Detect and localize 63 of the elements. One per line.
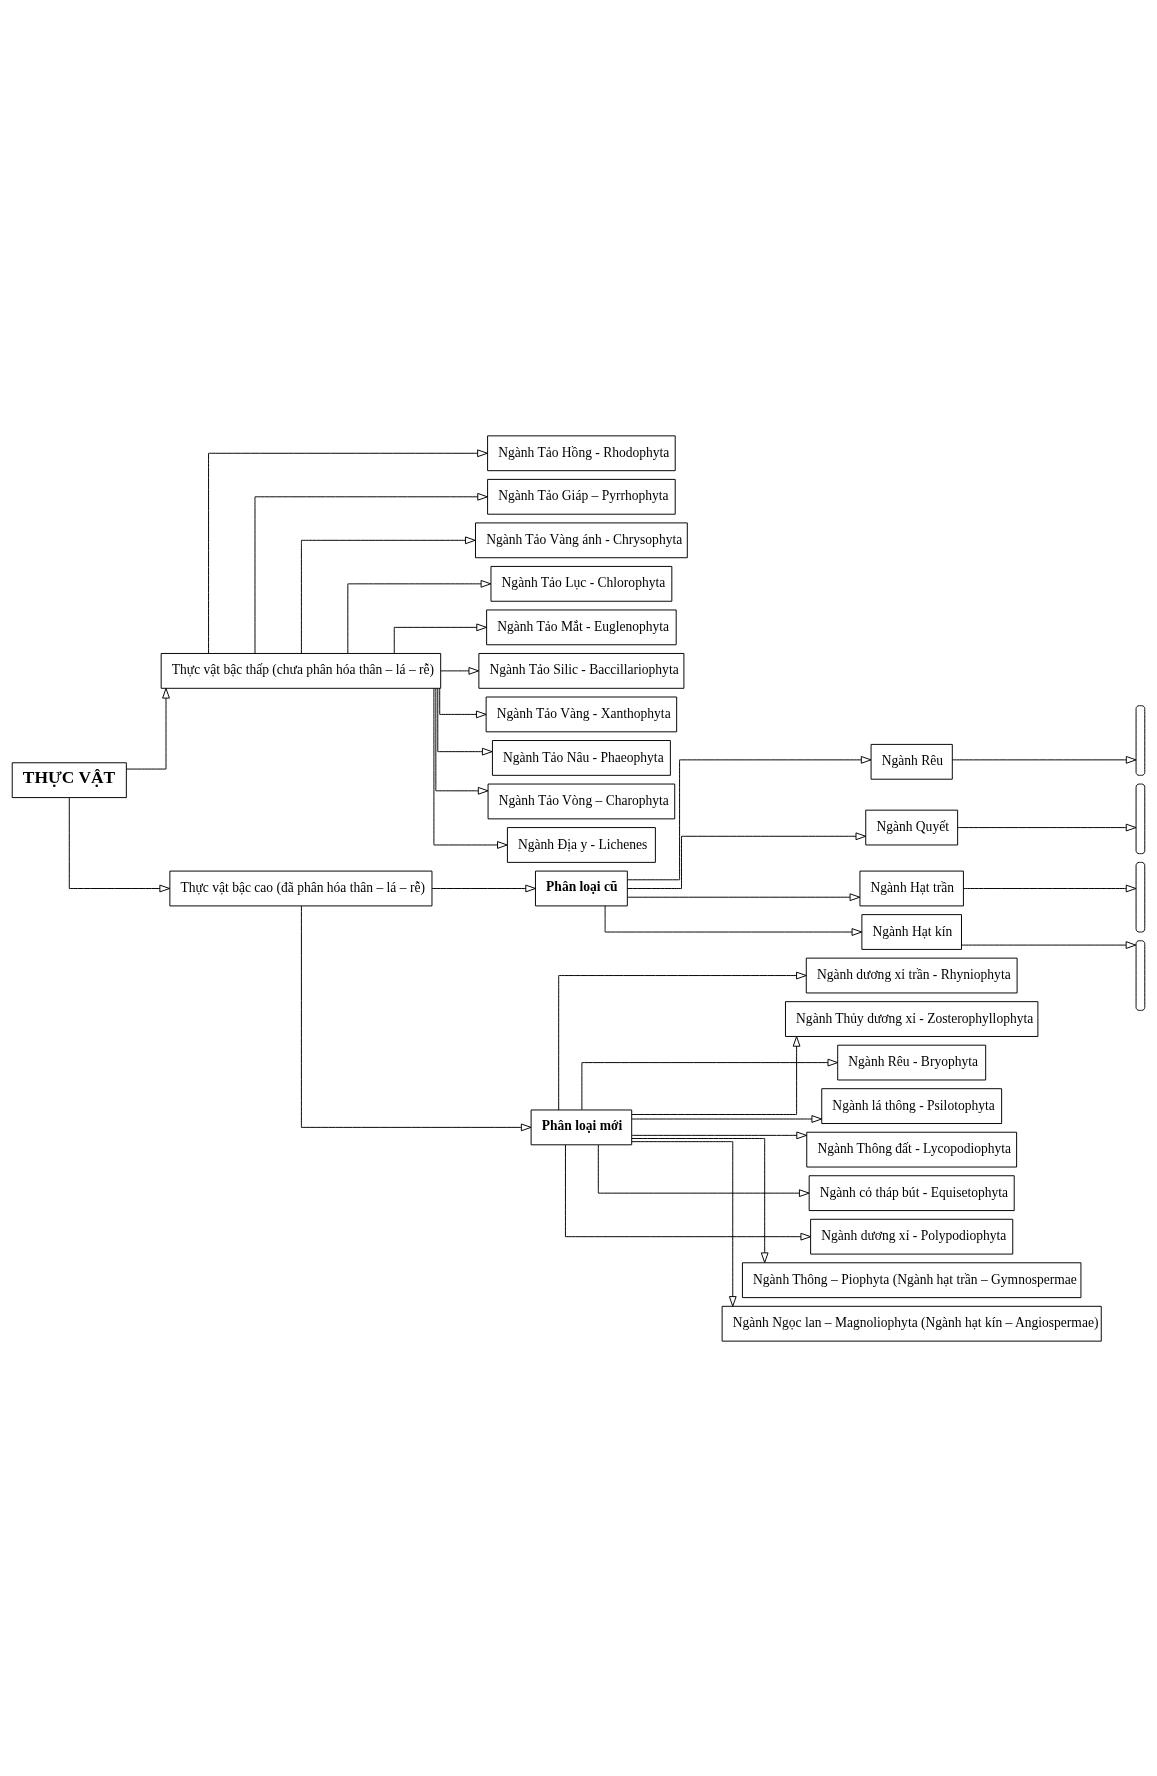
- node-brace: [1135, 704, 1146, 776]
- node-box: Ngành Thủy dương xỉ - Zosterophyllophyta: [785, 1000, 1039, 1037]
- node-box: Ngành dương xỉ - Polypodiophyta: [810, 1218, 1014, 1255]
- arrow: [631, 1035, 801, 1115]
- node-box: Ngành Thông – Piophyta (Ngành hạt trần – Gymnospermae: [741, 1261, 1082, 1298]
- node-box: Phân loại cũ: [534, 870, 628, 906]
- arrow: [435, 687, 489, 795]
- arrow: [393, 623, 487, 654]
- arrow: [564, 1143, 812, 1241]
- arrow: [626, 831, 867, 889]
- arrow: [581, 1058, 839, 1110]
- node-box: Ngành Ngọc lan – Magnoliophyta (Ngành hạt kín – Angiospermae): [721, 1305, 1102, 1342]
- node-box: Ngành Rêu - Bryophyta: [837, 1044, 987, 1080]
- node-box: Ngành Tảo Silic - Baccillariophyta: [478, 652, 685, 689]
- node-brace: [1135, 939, 1146, 1011]
- node-box: Ngành dương xỉ trần - Rhyniophyta: [805, 957, 1018, 993]
- arrow: [125, 687, 170, 770]
- arrow: [68, 797, 171, 892]
- node-box: Ngành Địa y - Lichenes: [506, 826, 656, 863]
- arrow: [208, 448, 488, 654]
- node-box: Ngành Hạt trần: [859, 870, 964, 906]
- node-box: Ngành Tảo Vàng ánh - Chrysophyta: [475, 521, 688, 558]
- arrow: [631, 1137, 769, 1263]
- node-box: Ngành Tảo Vòng – Charophyta: [487, 783, 676, 819]
- arrow: [957, 823, 1137, 831]
- arrow: [631, 1114, 823, 1123]
- arrow: [631, 1140, 737, 1307]
- arrow: [300, 905, 532, 1131]
- node-box: Ngành Tảo Hồng - Rhodophyta: [487, 434, 676, 471]
- arrow: [631, 1131, 807, 1139]
- arrow: [558, 971, 807, 1110]
- node-box: Ngành Quyết: [865, 809, 959, 845]
- node-box: Thực vật bậc cao (đã phân hóa thân – lá – rễ): [169, 870, 433, 906]
- node-brace: [1135, 783, 1146, 854]
- node-box: Ngành Tảo Vàng - Xanthophyta: [485, 696, 678, 732]
- node-box: Ngành Tảo Mắt - Euglenophyta: [486, 608, 677, 645]
- node-box: Ngành Tảo Nâu - Phaeophyta: [491, 739, 671, 776]
- arrow: [604, 904, 863, 936]
- arrow: [300, 535, 476, 654]
- arrow: [433, 687, 508, 849]
- arrow: [597, 1144, 810, 1197]
- arrow: [347, 579, 492, 654]
- arrow: [431, 884, 536, 892]
- arrow: [627, 892, 861, 901]
- node-box: Phân loại mới: [530, 1109, 633, 1145]
- arrow: [437, 687, 493, 755]
- arrow: [254, 492, 488, 654]
- node-box: Ngành Tảo Giáp – Pyrrhophyta: [487, 478, 676, 515]
- node-box: THỰC VẬT: [11, 761, 127, 798]
- arrow: [963, 884, 1137, 892]
- node-box: Ngành Rêu: [870, 743, 953, 780]
- node-box: Ngành Hạt kín: [861, 913, 962, 950]
- arrow: [627, 755, 872, 880]
- arrow: [439, 687, 487, 718]
- node-brace: [1135, 861, 1146, 932]
- node-box: Ngành cỏ tháp bút - Equisetophyta: [808, 1174, 1015, 1211]
- arrow: [961, 940, 1137, 949]
- arrow: [951, 755, 1137, 764]
- node-box: Thực vật bậc thấp (chưa phân hóa thân – lá – rễ): [160, 652, 442, 689]
- node-box: Ngành Tảo Lục - Chlorophyta: [490, 565, 673, 602]
- node-box: Ngành lá thông - Psilotophyta: [821, 1087, 1003, 1124]
- node-box: Ngành Thông đất - Lycopodiophyta: [806, 1131, 1018, 1168]
- arrow: [440, 666, 480, 675]
